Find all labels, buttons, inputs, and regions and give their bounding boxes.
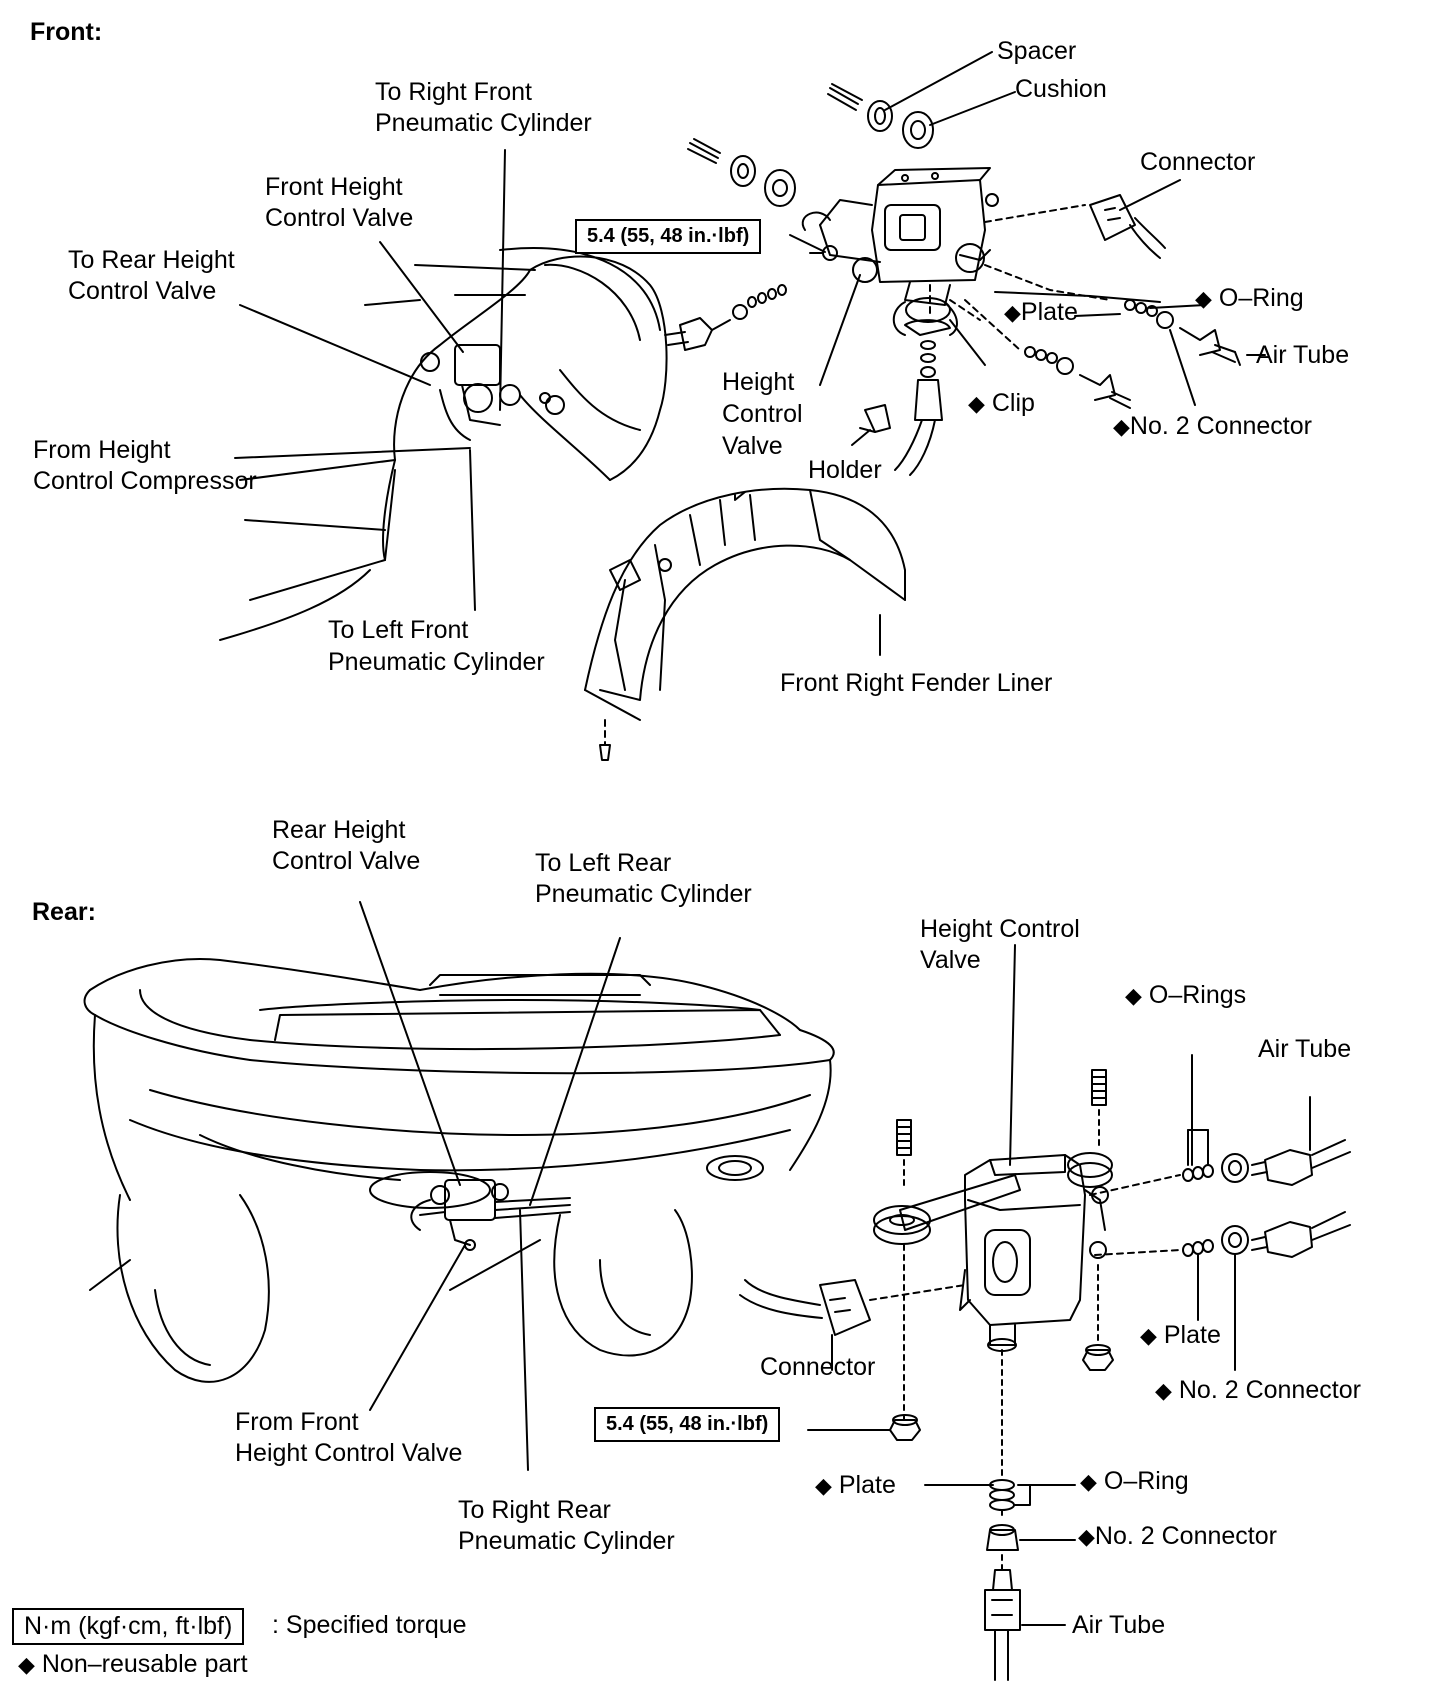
rear-section-header: Rear:: [32, 898, 96, 926]
diamond-icon: ◆: [1078, 1524, 1095, 1549]
label-to-rear-hcv-1: To Rear Height: [68, 246, 235, 274]
label-to-left-front-2: Pneumatic Cylinder: [328, 648, 545, 676]
rear-height-control-valve: [873, 944, 1113, 1352]
label-front-clip-text: Clip: [991, 389, 1035, 417]
label-to-right-rear-2: Pneumatic Cylinder: [458, 1527, 675, 1555]
label-rear-air-tube-top: Air Tube: [1258, 1035, 1352, 1063]
front-air-tube-left: [664, 284, 787, 351]
label-to-left-front-1: To Left Front: [328, 616, 469, 644]
label-front-hcv-1: Front Height: [265, 173, 403, 201]
label-spacer: Spacer: [997, 37, 1077, 65]
legend-torque-desc: : Specified torque: [272, 1611, 467, 1639]
label-rear-hcv-2: Control Valve: [272, 847, 421, 875]
diamond-icon: ◆: [815, 1473, 832, 1498]
rear-bolts: [889, 1069, 1114, 1441]
front-connector: [984, 179, 1181, 259]
diamond-icon: ◆: [1004, 300, 1021, 325]
label-front-hcv-a: Height: [722, 368, 795, 396]
label-rear-plate-right-text: Plate: [1163, 1321, 1221, 1349]
label-to-left-rear-2: Pneumatic Cylinder: [535, 880, 752, 908]
label-front-air-tube: Air Tube: [1256, 341, 1350, 369]
front-clip-lower: [894, 284, 986, 476]
front-torque-spec: 5.4 (55, 48 in.·lbf): [575, 219, 762, 254]
diamond-icon: ◆: [18, 1652, 35, 1677]
label-front-clip: ◆ Clip: [968, 388, 1035, 419]
label-from-compressor-2: Control Compressor: [33, 467, 257, 495]
front-holder: [851, 404, 891, 446]
diamond-icon: ◆: [1195, 286, 1212, 311]
label-to-right-front-2: Pneumatic Cylinder: [375, 109, 592, 137]
label-front-hcv-2: Control Valve: [265, 204, 414, 232]
rear-connector: [739, 1279, 966, 1371]
front-car-body: [219, 247, 668, 641]
label-front-hcv-b: Control: [722, 400, 803, 428]
label-rear-o-rings: ◆ O–Rings: [1125, 980, 1246, 1011]
label-rear-o-ring-bottom-text: O–Ring: [1103, 1467, 1189, 1495]
label-cushion: Cushion: [1015, 75, 1107, 103]
legend-torque-unit: N·m (kgf·cm, ft·lbf): [12, 1608, 245, 1645]
label-front-no2-connector: ◆No. 2 Connector: [1113, 411, 1312, 442]
diamond-icon: ◆: [1080, 1469, 1097, 1494]
label-rear-o-rings-text: O–Rings: [1148, 981, 1247, 1009]
diamond-icon: ◆: [1155, 1378, 1172, 1403]
rear-torque-spec: 5.4 (55, 48 in.·lbf): [594, 1407, 781, 1442]
label-rear-o-ring-bottom: ◆ O–Ring: [1080, 1466, 1189, 1497]
label-rear-no2-connector-right: ◆ No. 2 Connector: [1155, 1375, 1361, 1406]
diamond-icon: ◆: [1125, 983, 1142, 1008]
front-section-header: Front:: [30, 18, 103, 46]
label-rear-hcv-1: Rear Height: [272, 816, 406, 844]
label-rear-connector: Connector: [760, 1353, 876, 1381]
label-fender-liner: Front Right Fender Liner: [780, 669, 1053, 697]
label-holder: Holder: [808, 456, 882, 484]
label-front-plate: ◆Plate: [1004, 297, 1078, 328]
legend-nonreusable-text: Non–reusable part: [41, 1650, 248, 1678]
label-rear-hcv-a: Height Control: [920, 915, 1080, 943]
label-from-front-1: From Front: [235, 1408, 359, 1436]
front-fender-liner: [584, 487, 906, 761]
label-to-right-rear-1: To Right Rear: [458, 1496, 611, 1524]
label-from-front-2: Height Control Valve: [235, 1439, 463, 1467]
label-rear-hcv-b: Valve: [920, 946, 981, 974]
diamond-icon: ◆: [1113, 414, 1130, 439]
front-hcv-on-car: [420, 344, 565, 441]
label-front-o-ring-text: O–Ring: [1218, 284, 1304, 312]
diamond-icon: ◆: [1140, 1323, 1157, 1348]
label-rear-plate-bottom-text: Plate: [838, 1471, 896, 1499]
label-from-compressor-1: From Height: [33, 436, 171, 464]
diamond-icon: ◆: [968, 391, 985, 416]
label-rear-air-tube-bottom: Air Tube: [1072, 1611, 1166, 1639]
label-rear-plate-bottom: ◆ Plate: [815, 1470, 896, 1501]
rear-air-tubes-right: [1089, 1054, 1351, 1371]
label-rear-no2-connector-bottom-text: No. 2 Connector: [1094, 1522, 1277, 1550]
spacer-cushion: [687, 51, 1016, 207]
rear-bottom-chain: [924, 1349, 1076, 1681]
label-to-right-front-1: To Right Front: [375, 78, 533, 106]
label-front-connector: Connector: [1140, 148, 1256, 176]
label-rear-no2-connector-right-text: No. 2 Connector: [1178, 1376, 1361, 1404]
front-air-tube-right: [964, 264, 1266, 409]
label-rear-no2-connector-bottom: ◆No. 2 Connector: [1078, 1521, 1277, 1552]
label-front-o-ring: ◆ O–Ring: [1195, 283, 1304, 314]
label-to-rear-hcv-2: Control Valve: [68, 277, 217, 305]
legend-nonreusable: ◆ Non–reusable part: [18, 1649, 248, 1680]
label-front-plate-text: Plate: [1020, 298, 1078, 326]
rear-car-body: [83, 958, 835, 1383]
label-to-left-rear-1: To Left Rear: [535, 849, 672, 877]
label-front-no2-connector-text: No. 2 Connector: [1129, 412, 1312, 440]
label-rear-plate-right: ◆ Plate: [1140, 1320, 1221, 1351]
front-height-control-valve: [801, 167, 999, 336]
label-front-hcv-c: Valve: [722, 432, 783, 460]
